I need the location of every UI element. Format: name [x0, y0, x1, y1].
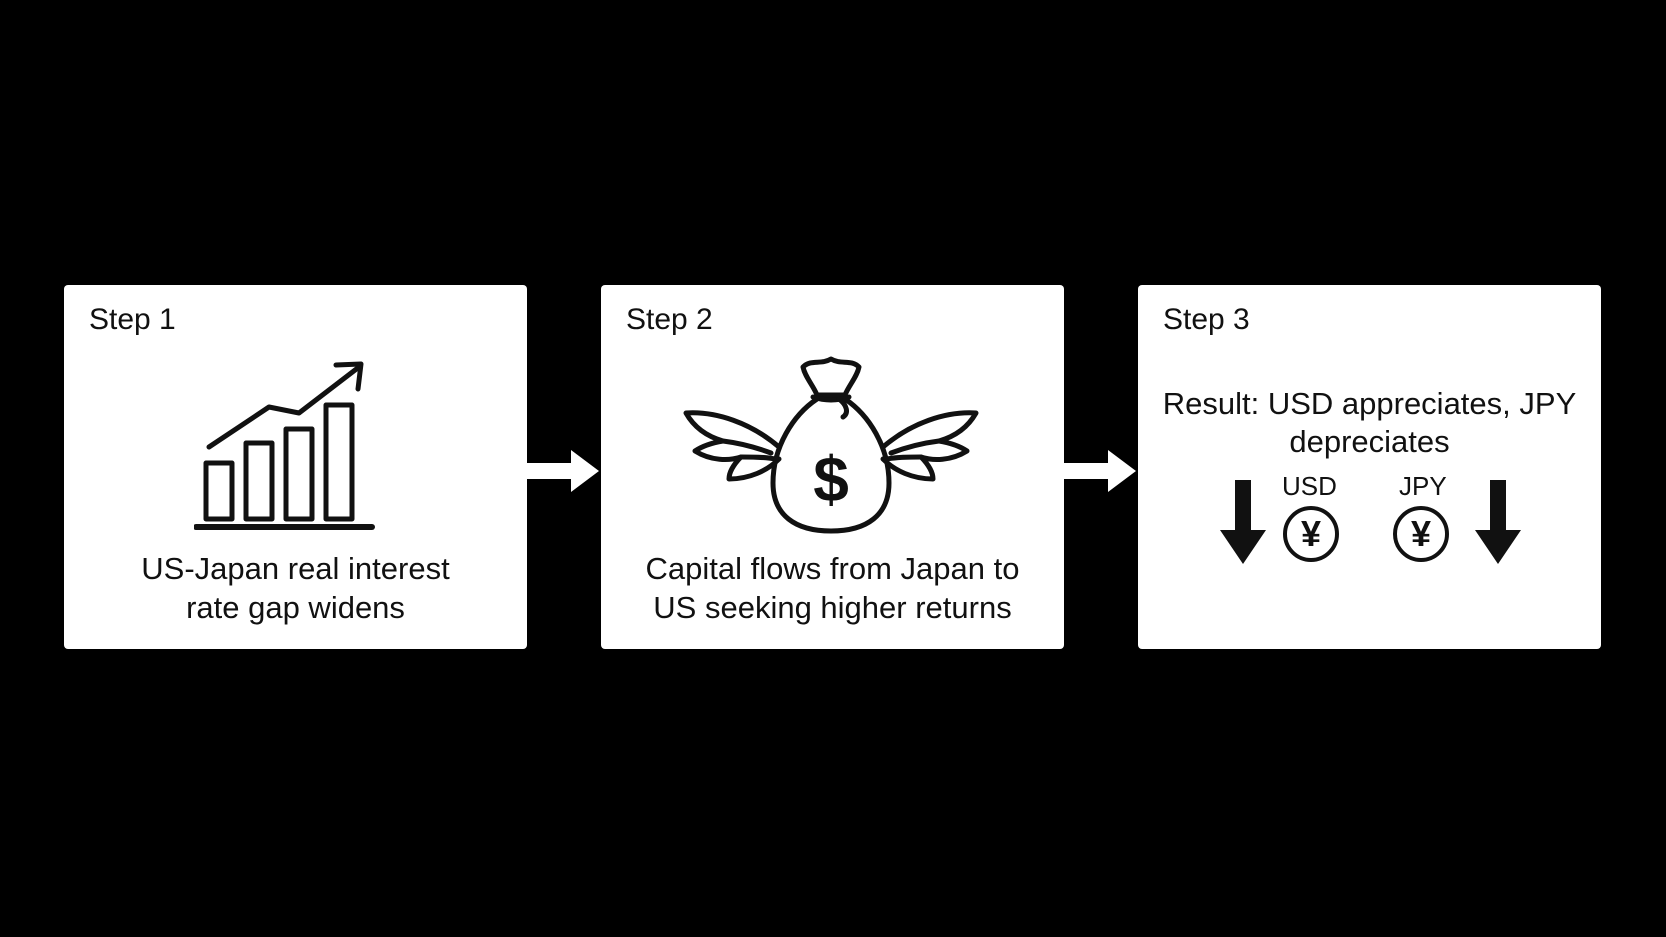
flow-arrow-right-icon [526, 450, 599, 492]
jpy-coin-icon: ¥ [1393, 506, 1449, 562]
result-text-line-1: Result: USD appreciates, JPY [1162, 386, 1577, 421]
step-2-caption-line-1: Capital flows from Japan to [645, 551, 1020, 586]
step-1-caption-line-2: rate gap widens [186, 590, 405, 625]
step-2-caption: Capital flows from Japan to US seeking h… [601, 549, 1064, 627]
step-2-caption-line-2: US seeking higher returns [653, 590, 1012, 625]
step-2-panel: Step 2 $ Capital flows from Japan to US … [601, 285, 1064, 649]
usd-coin-icon: ¥ [1283, 506, 1339, 562]
jpy-down-arrow-icon [1475, 480, 1521, 564]
flow-arrow-right-icon [1063, 450, 1136, 492]
winged-money-bag-icon: $ [683, 356, 979, 534]
bag-dollar-symbol: $ [813, 443, 849, 515]
jpy-label: JPY [1399, 471, 1447, 501]
jpy-coin-symbol: ¥ [1410, 513, 1432, 554]
step-3-panel: Step 3 Result: USD appreciates, JPY depr… [1138, 285, 1601, 649]
step-1-caption-line-1: US-Japan real interest [141, 551, 450, 586]
usd-label: USD [1282, 471, 1337, 501]
step-2-label: Step 2 [626, 303, 713, 336]
step-1-panel: Step 1 US-Japan real interest rate gap w… [64, 285, 527, 649]
result-text-line-2: depreciates [1289, 424, 1450, 459]
usd-coin-symbol: ¥ [1300, 513, 1322, 554]
usd-down-arrow-icon [1220, 480, 1266, 564]
step-3-label: Step 3 [1163, 303, 1250, 336]
rising-bar-chart-icon [194, 361, 375, 530]
result-text: Result: USD appreciates, JPY depreciates [1138, 385, 1601, 461]
step-1-caption: US-Japan real interest rate gap widens [64, 549, 527, 627]
step-1-label: Step 1 [89, 303, 176, 336]
